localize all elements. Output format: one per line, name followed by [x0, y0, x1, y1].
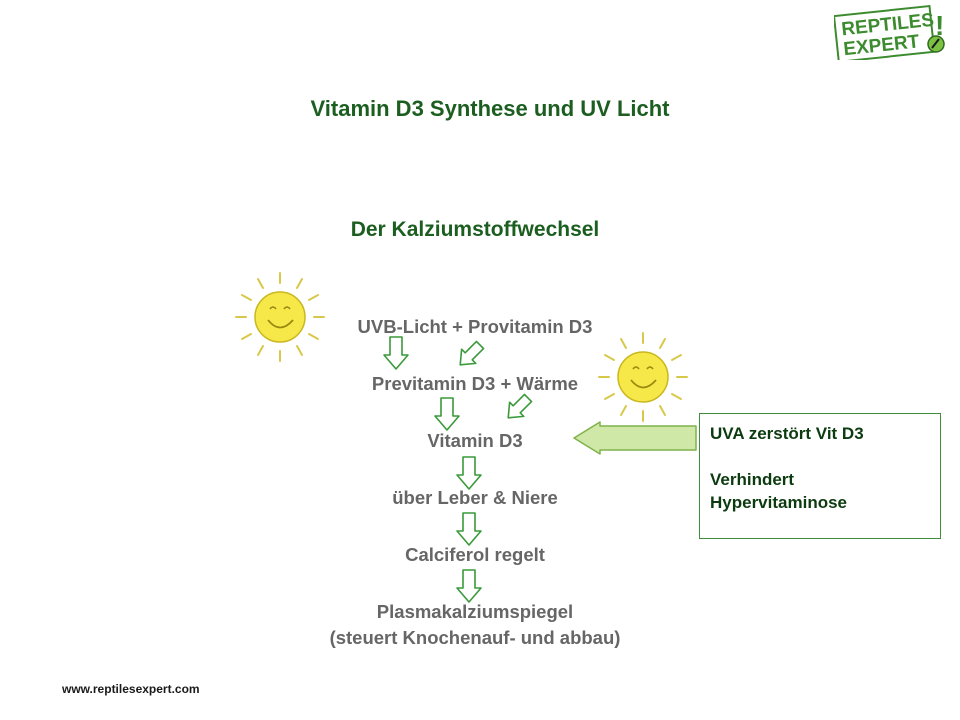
info-line-verhindert: Verhindert [710, 470, 795, 489]
step-plasmakalzium: Plasmakalziumspiegel [376, 601, 574, 622]
step-uvb-provitamin: UVB-Licht + Provitamin D3 [357, 316, 593, 337]
diagonal-arrow-icon [452, 337, 488, 373]
step-vitamin-d3: Vitamin D3 [427, 430, 523, 451]
sun-icon [235, 272, 325, 362]
diagram-subtitle: Der Kalziumstoffwechsel [350, 218, 600, 241]
sun-icon [598, 332, 688, 422]
info-line-hypervitaminose: Hypervitaminose [710, 493, 847, 512]
down-arrow-icon [434, 397, 460, 431]
page-title: Vitamin D3 Synthese und UV Licht [310, 96, 670, 121]
logo-badge-icon: REPTILES EXPERT ! [832, 4, 945, 63]
footer-url[interactable]: www.reptilesexpert.com [62, 682, 200, 696]
diagonal-arrow-icon [500, 390, 536, 426]
step-knochen: (steuert Knochenauf- und abbau) [329, 627, 621, 648]
step-leber-niere: über Leber & Niere [392, 487, 558, 508]
down-arrow-icon [456, 569, 482, 603]
left-arrow-icon [573, 421, 697, 455]
uva-info-box: UVA zerstört Vit D3 Verhindert Hypervita… [699, 413, 941, 539]
info-line-uva: UVA zerstört Vit D3 [710, 424, 864, 443]
down-arrow-icon [383, 336, 409, 370]
logo-exclamation: ! [935, 10, 944, 41]
down-arrow-icon [456, 512, 482, 546]
step-previtamin: Previtamin D3 + Wärme [371, 373, 579, 394]
down-arrow-icon [456, 456, 482, 490]
reptiles-expert-logo: REPTILES EXPERT ! [832, 4, 952, 63]
step-calciferol: Calciferol regelt [405, 544, 545, 565]
